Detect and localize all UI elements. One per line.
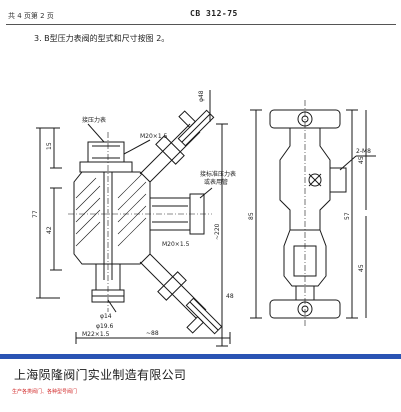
spindle-upper [139,123,191,175]
hatch [75,221,101,247]
end-view-lower [283,229,327,287]
hatch [75,177,97,199]
label-thread-bottom: M22×1.5 [82,331,110,338]
hatch [117,181,147,211]
leader-bolts [339,155,357,171]
gland-upper [155,135,185,165]
company-name: 上海陨隆阀门实业制造有限公司 [14,368,187,382]
top-connector [87,141,125,163]
hatch [117,217,147,247]
hatch [75,185,101,211]
leader-thread-bottom [107,299,117,313]
dim-45b: 45 [358,264,365,272]
lower-window [293,245,317,277]
label-to-gauge: 接压力表 [82,116,106,124]
dim-15: 15 [46,142,53,150]
label-thread-side: M20×1.5 [162,241,190,248]
hatch [75,197,101,223]
dim-77: 77 [32,210,39,218]
valve-drawing: 接压力表 M20×1.5 接标准压力表 或表用管 M20×1.5 φ14 φ19… [32,90,376,347]
top-nut [79,161,133,173]
page-info: 共 4 页第 2 页 [8,12,54,20]
valve-body [73,171,151,265]
header-rule [6,24,396,25]
figure-caption: 3. B型压力表阀的型式和尺寸按图 2。 [34,34,170,43]
hatch [117,173,143,199]
handwheel-bottom [185,297,223,335]
label-phi14: φ14 [100,313,112,320]
label-phi48: φ48 [198,90,205,102]
dim-57: 57 [344,212,351,220]
hatch [117,193,147,223]
dim-48: 48 [226,293,234,300]
leader-to-gauge [87,123,105,143]
hatch [117,205,147,235]
spindle-lower [149,253,207,311]
label-phi19: φ19.6 [96,323,114,330]
side-boss [329,167,347,193]
footer-band [0,354,401,359]
label-bolts: 2-M8 [356,148,371,155]
company-subtitle: 生产各类阀门、各种型号阀门 [12,389,78,395]
standard-code: CB 312-75 [190,9,238,18]
dim-85: 85 [248,212,255,220]
gland-lower [157,271,187,301]
leader-standard-gauge [199,187,213,199]
hatch [75,209,101,235]
dim-42: 42 [46,226,53,234]
label-thread-top: M20×1.5 [140,133,168,140]
spindle-lower [139,261,197,319]
bolt-hole [308,173,322,187]
bolt-cross [308,173,322,187]
label-standard-gauge-2: 或表用管 [204,178,228,186]
dim-45a: 45 [358,156,365,164]
label-standard-gauge-1: 接标准压力表 [200,170,236,178]
dim-220: ~220 [214,223,221,240]
leader-thread-top [123,139,151,155]
spindle-upper [149,131,201,183]
dim-88: ~88 [146,330,159,337]
